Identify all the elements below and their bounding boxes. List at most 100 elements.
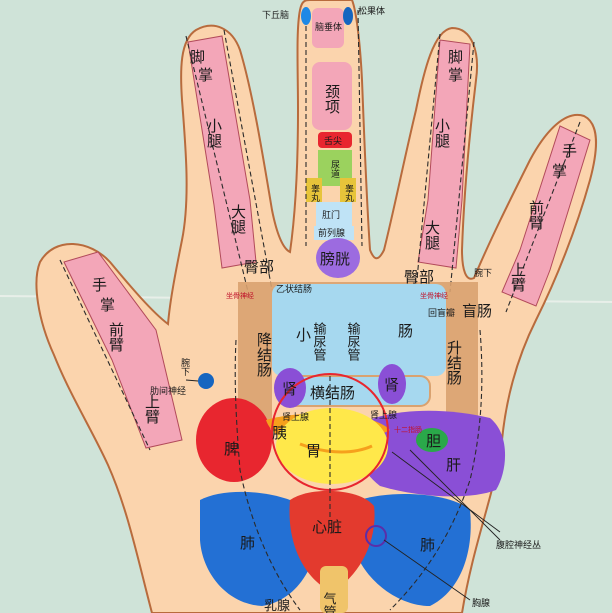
celiac-leader-b <box>409 449 501 541</box>
heart-zone <box>289 490 375 592</box>
ring-dash-b <box>449 41 475 293</box>
label-neck: 颈项 <box>323 84 341 114</box>
label-f5-hand: 手 <box>562 142 577 160</box>
label-sigmoid: 乙状结肠 <box>276 283 312 295</box>
label-gallbladder: 胆 <box>426 432 441 450</box>
celiac-leader-a <box>391 451 501 533</box>
label-pineal: 松果体 <box>358 5 385 17</box>
kidney-right-zone <box>378 364 406 404</box>
testis-left-zone <box>306 178 322 202</box>
label-kidney-l: 肾 <box>282 380 297 398</box>
label-f4-calf: 小腿 <box>433 118 451 149</box>
label-prostate: 前列腺 <box>318 227 345 239</box>
label-f4-sole: 掌 <box>448 66 463 84</box>
index-finger-band <box>187 35 257 269</box>
label-t-upper: 上臂 <box>143 394 161 424</box>
hypothalamus-dot <box>301 7 311 25</box>
label-ureter-r: 输尿管 <box>345 321 361 362</box>
label-testis-l: 睾丸 <box>309 183 320 203</box>
label-f5-palm: 掌 <box>552 162 567 180</box>
neck-zone <box>312 62 352 130</box>
ring-finger-band <box>417 39 471 269</box>
little-finger-band <box>501 125 591 307</box>
label-ileocecal: 回盲瓣 <box>428 307 455 319</box>
label-lung-r: 肺 <box>420 536 435 554</box>
thumb-dash <box>59 259 151 451</box>
label-small-int-1: 小 <box>296 326 311 344</box>
stomach-curve <box>299 442 373 454</box>
intercostal-leader <box>185 379 199 382</box>
label-stomach: 胃 <box>306 442 321 460</box>
lung-right-zone <box>354 494 471 606</box>
label-t-forearm: 前臂 <box>107 322 125 352</box>
label-pituitary: 脑垂体 <box>315 21 342 33</box>
label-t-down: 腕下 <box>179 357 190 377</box>
label-hypothalamus: 下丘脑 <box>262 9 289 21</box>
index-dash-a <box>185 35 251 301</box>
label-f4-thigh: 大腿 <box>423 220 441 251</box>
label-testis-r: 睾丸 <box>343 183 354 203</box>
little-dash <box>505 121 581 313</box>
bladder-zone <box>316 238 360 278</box>
palm-dash-left <box>234 339 301 611</box>
label-thymus: 胸腺 <box>472 597 490 609</box>
label-trachea: 气管 <box>321 591 337 613</box>
label-f1-calf-1: 小腿 <box>205 118 223 149</box>
label-anus: 肛门 <box>322 209 340 221</box>
label-heart: 心脏 <box>312 518 342 536</box>
label-appendix: 盲肠 <box>462 302 492 320</box>
label-f5-down: 腕下 <box>474 267 492 279</box>
label-t-palm: 掌 <box>100 296 115 314</box>
label-f1-foot: 脚 <box>190 48 205 66</box>
label-small-int-2: 肠 <box>398 322 413 340</box>
label-duodenum: 十二指肠 <box>394 425 422 434</box>
label-f1-hip: 臀部 <box>244 258 274 276</box>
label-tongue: 舌尖 <box>324 135 342 147</box>
stomach-zone <box>276 408 388 484</box>
thumb-band <box>63 251 183 449</box>
label-asc-colon: 升结肠 <box>445 340 463 386</box>
gallbladder-zone <box>416 428 448 452</box>
spleen-zone <box>196 398 272 482</box>
label-intercostal: 肋间神经 <box>150 385 186 397</box>
colon-frame <box>238 282 478 424</box>
thymus-leader <box>383 539 471 601</box>
tongue-zone <box>318 132 352 148</box>
trachea-zone <box>320 566 348 613</box>
index-dash-b <box>223 29 273 291</box>
label-f1-thigh: 大腿 <box>229 204 247 235</box>
label-f4-foot: 脚 <box>448 48 463 66</box>
label-pancreas: 胰 <box>272 424 287 442</box>
label-ureter-l: 输尿管 <box>311 321 327 362</box>
label-celiac: 腹腔神经丛 <box>496 539 541 551</box>
thymus-marker <box>365 525 387 547</box>
label-desc-colon: 降结肠 <box>255 332 273 378</box>
label-t-hand: 手 <box>92 276 107 294</box>
pineal-dot <box>343 7 353 25</box>
small-intestine-zone <box>272 284 446 376</box>
prostate-zone <box>314 226 354 240</box>
label-f5-upper: 上臂 <box>509 262 527 292</box>
label-f1-sole: 掌 <box>198 66 213 84</box>
label-spleen: 脾 <box>224 440 239 458</box>
label-urethra: 尿道 <box>329 160 340 179</box>
label-lung-l: 肺 <box>240 534 255 552</box>
label-liver: 肝 <box>446 456 461 474</box>
ring-dash-a <box>415 33 441 291</box>
label-sciatic-l: 坐骨神经 <box>226 291 254 300</box>
anus-zone <box>316 202 352 226</box>
intercostal-dot <box>198 373 214 389</box>
middle-dash-b <box>357 9 363 247</box>
label-trans-colon: 横结肠 <box>310 384 355 402</box>
testis-right-zone <box>340 178 356 202</box>
label-kidney-r: 肾 <box>384 376 399 394</box>
label-bottom: 乳腺 <box>264 599 290 613</box>
label-f5-forearm: 前臂 <box>527 200 545 230</box>
label-sciatic-r: 坐骨神经 <box>420 291 448 300</box>
label-f4-hip: 臀部 <box>404 268 434 286</box>
pituitary-zone <box>312 8 344 48</box>
label-bladder: 膀胱 <box>320 250 350 268</box>
label-adrenal-r: 肾上腺 <box>370 409 397 421</box>
